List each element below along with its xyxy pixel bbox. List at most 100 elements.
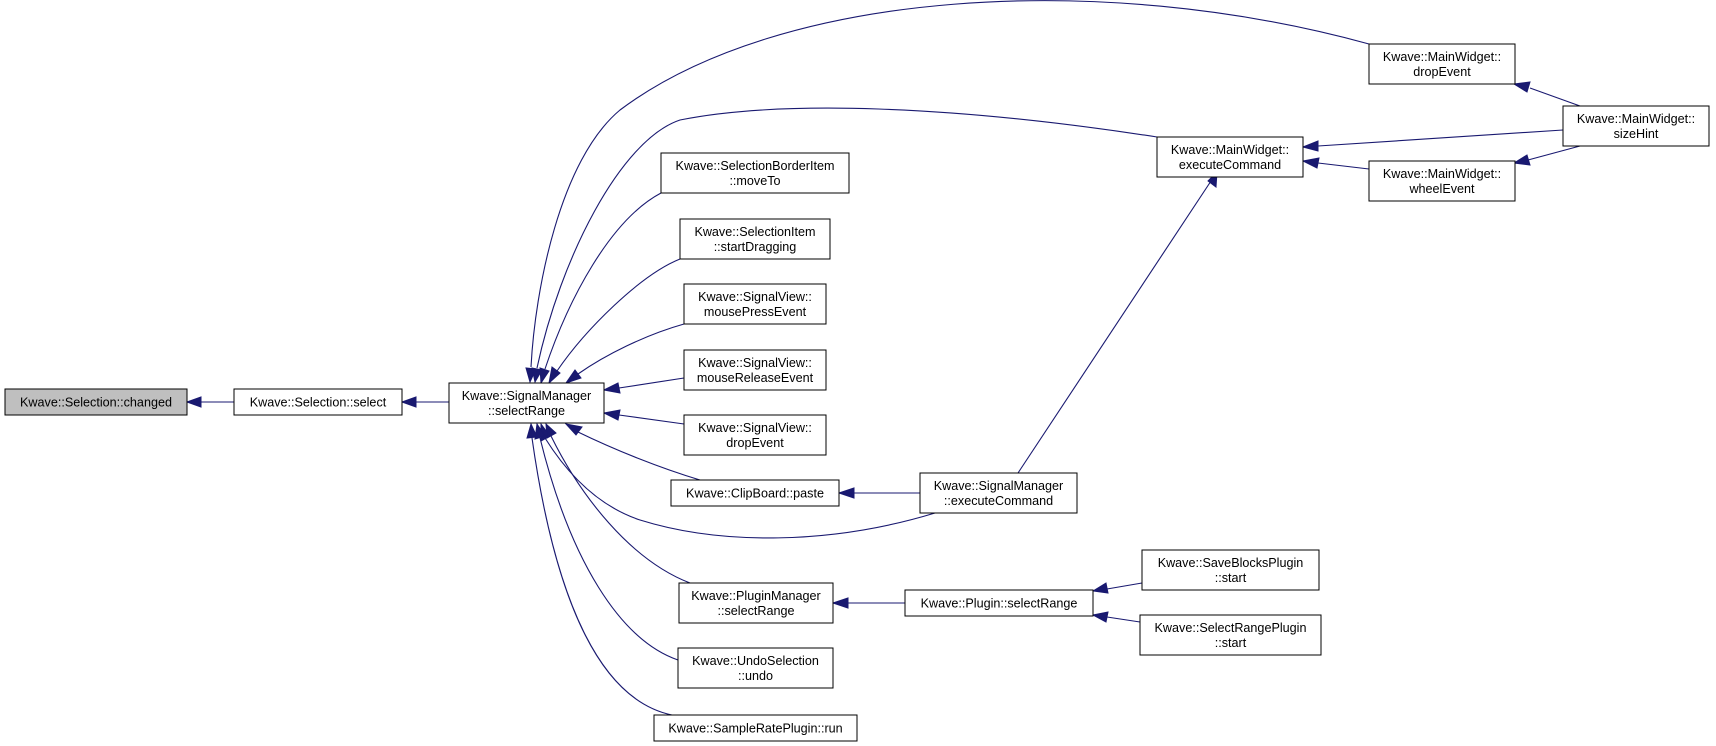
edge-mainwidget_wheelevent-to-mainwidget_executecommand xyxy=(1301,157,1370,170)
node-plugin-selectrange[interactable]: Kwave::Plugin::selectRange xyxy=(904,589,1094,617)
edge-signalmanager_executecommand-to-mainwidget_executecommand xyxy=(1017,170,1218,474)
edge-arrowhead xyxy=(400,396,417,408)
edge-line xyxy=(1106,582,1143,590)
edge-arrowhead xyxy=(1512,81,1531,93)
node-label-line: ::selectRange xyxy=(717,604,794,618)
node-selectrangeplugin-start[interactable]: Kwave::SelectRangePlugin::start xyxy=(1139,614,1322,656)
node-signalmanager-selectrange[interactable]: Kwave::SignalManager::selectRange xyxy=(448,382,605,424)
node-label-line: sizeHint xyxy=(1614,127,1659,141)
node-selection-select[interactable]: Kwave::Selection::select xyxy=(233,388,403,416)
node-mainwidget-sizehint[interactable]: Kwave::MainWidget::sizeHint xyxy=(1562,105,1710,147)
node-box xyxy=(1141,549,1320,591)
node-box xyxy=(233,388,403,416)
edge-line xyxy=(577,323,685,375)
node-box xyxy=(670,479,840,507)
node-box xyxy=(1156,136,1304,178)
edge-arrowhead xyxy=(185,396,202,408)
node-label-line: dropEvent xyxy=(1413,65,1471,79)
edge-clipboard_paste-to-signalmanager_selectrange xyxy=(564,423,701,481)
edge-arrowhead xyxy=(526,422,538,439)
edge-arrowhead xyxy=(564,369,582,384)
edge-arrowhead xyxy=(548,366,561,385)
node-selection-changed[interactable]: Kwave::Selection::changed xyxy=(4,388,188,416)
node-label-line: Kwave::PluginManager xyxy=(691,589,821,603)
edge-line xyxy=(618,414,685,425)
node-box xyxy=(1562,105,1710,147)
node-label-line: ::executeCommand xyxy=(944,494,1053,508)
edge-arrowhead xyxy=(1091,611,1109,623)
node-saveblocksplugin-start[interactable]: Kwave::SaveBlocksPlugin::start xyxy=(1141,549,1320,591)
node-box xyxy=(653,714,858,742)
edge-signalmanager_executecommand-to-clipboard_paste xyxy=(837,487,920,499)
node-signalview-mousepressevent[interactable]: Kwave::SignalView::mousePressEvent xyxy=(683,283,827,325)
node-label-line: mouseReleaseEvent xyxy=(697,371,814,385)
node-box xyxy=(1139,614,1322,656)
edge-line xyxy=(530,0,1370,368)
node-label-line: ::start xyxy=(1215,636,1247,650)
node-box xyxy=(678,582,834,624)
node-label-line: Kwave::SaveBlocksPlugin xyxy=(1158,556,1304,570)
edge-arrowhead xyxy=(539,367,550,385)
nodes-layer: Kwave::Selection::changed Kwave::Selectio… xyxy=(4,43,1710,742)
edge-sampleratesplugin_run-to-signalmanager_selectrange xyxy=(526,422,673,716)
edge-arrowhead xyxy=(602,409,621,421)
node-label-line: Kwave::SignalManager xyxy=(934,479,1064,493)
edge-line xyxy=(550,435,691,584)
edge-arrowhead xyxy=(1512,154,1531,166)
node-mainwidget-wheelevent[interactable]: Kwave::MainWidget::wheelEvent xyxy=(1368,160,1516,202)
node-mainwidget-dropevent[interactable]: Kwave::MainWidget::dropEvent xyxy=(1368,43,1516,85)
node-box xyxy=(683,349,827,391)
node-undoselection-undo[interactable]: Kwave::UndoSelection::undo xyxy=(677,647,834,689)
node-sampleratesplugin-run[interactable]: Kwave::SampleRatePlugin::run xyxy=(653,714,858,742)
node-label-line: ::moveTo xyxy=(729,174,780,188)
edge-arrowhead xyxy=(831,597,849,609)
node-mainwidget-executecommand[interactable]: Kwave::MainWidget::executeCommand xyxy=(1156,136,1304,178)
node-label-line: ::startDragging xyxy=(714,240,797,254)
node-box xyxy=(677,647,834,689)
edge-arrowhead xyxy=(837,487,855,499)
node-label-line: ::start xyxy=(1215,571,1247,585)
edge-pluginmanager_selectrange-to-signalmanager_selectrange xyxy=(545,422,691,584)
node-label-line: Kwave::MainWidget:: xyxy=(1577,112,1695,126)
edge-selectionborderitem_moveto-to-signalmanager_selectrange xyxy=(539,192,662,385)
node-signalview-dropevent[interactable]: Kwave::SignalView::dropEvent xyxy=(683,414,827,456)
edge-mainwidget_executecommand-to-signalmanager_selectrange xyxy=(531,107,1158,384)
node-box xyxy=(683,283,827,325)
edge-line xyxy=(539,437,679,661)
edge-arrowhead xyxy=(602,382,621,394)
node-label-line: executeCommand xyxy=(1179,158,1281,172)
node-label-line: Kwave::SignalView:: xyxy=(698,356,812,370)
edge-arrowhead xyxy=(564,423,583,436)
node-label-line: Kwave::SampleRatePlugin::run xyxy=(668,722,842,736)
node-selectionborderitem-moveto[interactable]: Kwave::SelectionBorderItem::moveTo xyxy=(660,152,850,194)
node-label-line: Kwave::ClipBoard::paste xyxy=(686,487,824,501)
node-label-line: mousePressEvent xyxy=(704,305,807,319)
edge-line xyxy=(618,377,685,389)
node-box xyxy=(448,382,605,424)
node-box xyxy=(904,589,1094,617)
edge-line xyxy=(544,192,662,370)
edges-layer xyxy=(185,0,1581,716)
node-label-line: Kwave::UndoSelection xyxy=(692,654,819,668)
node-box xyxy=(4,388,188,416)
node-label-line: Kwave::SelectionItem xyxy=(694,225,815,239)
node-box xyxy=(660,152,850,194)
edge-line xyxy=(531,437,673,716)
edge-arrowhead xyxy=(1301,140,1319,152)
node-signalview-mousereleaseevent[interactable]: Kwave::SignalView::mouseReleaseEvent xyxy=(683,349,827,391)
node-box xyxy=(683,414,827,456)
edge-selection_select-to-selection_changed xyxy=(185,396,234,408)
node-pluginmanager-selectrange[interactable]: Kwave::PluginManager::selectRange xyxy=(678,582,834,624)
node-label-line: dropEvent xyxy=(726,436,784,450)
edge-signalview_mousepressevent-to-signalmanager_selectrange xyxy=(564,323,685,384)
node-box xyxy=(679,218,831,260)
node-selectionitem-startdragging[interactable]: Kwave::SelectionItem::startDragging xyxy=(679,218,831,260)
node-signalmanager-executecommand[interactable]: Kwave::SignalManager::executeCommand xyxy=(919,472,1078,514)
edge-selectionitem_startdragging-to-signalmanager_selectrange xyxy=(548,258,681,385)
node-clipboard-paste[interactable]: Kwave::ClipBoard::paste xyxy=(670,479,840,507)
edge-arrowhead xyxy=(1091,582,1109,594)
node-label-line: Kwave::MainWidget:: xyxy=(1383,167,1501,181)
edge-line xyxy=(1017,180,1212,474)
edge-line xyxy=(1317,162,1370,170)
